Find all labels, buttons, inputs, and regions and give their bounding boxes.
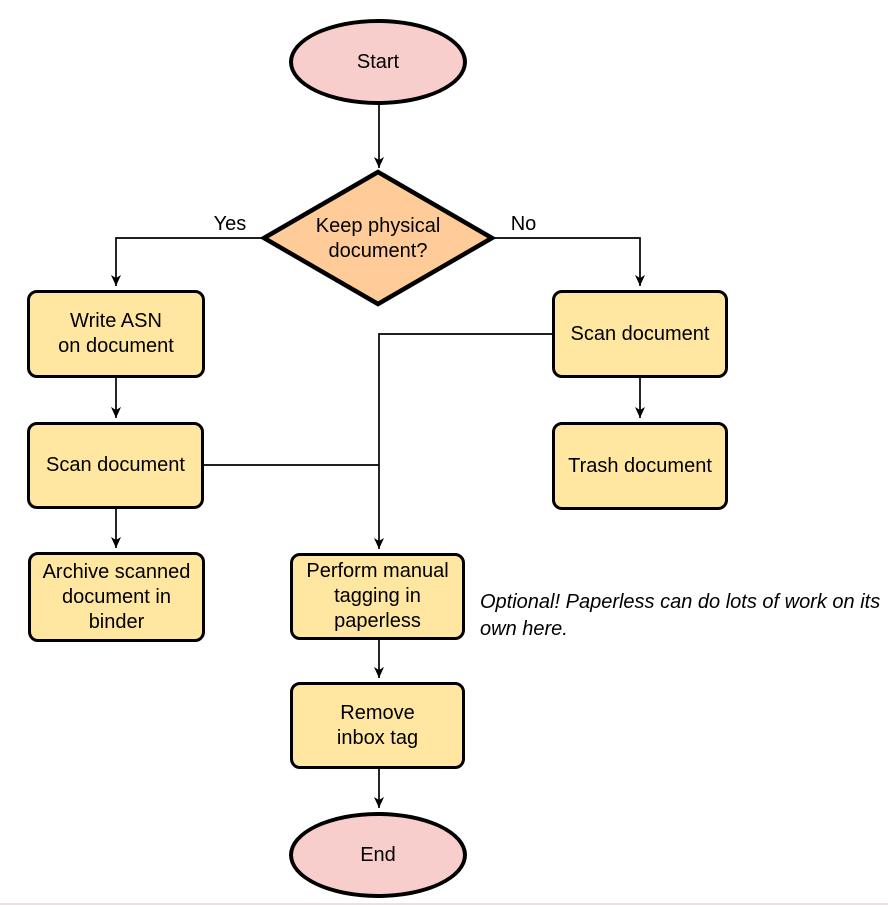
archive-node-label: Archive scanned document in binder bbox=[42, 560, 191, 633]
edge-label-yes: Yes bbox=[205, 212, 255, 237]
start-node-label: Start bbox=[356, 50, 400, 73]
write-asn-node-label: Write ASN on document bbox=[58, 310, 174, 357]
remove-inbox-tag-node: Remove inbox tag bbox=[290, 682, 465, 769]
edge-decision-no-to-scan-right bbox=[492, 237, 645, 286]
remove-inbox-tag-node-label: Remove inbox tag bbox=[336, 701, 419, 749]
optional-note: Optional! Paperless can do lots of work … bbox=[480, 589, 888, 643]
decision-node-shape bbox=[259, 169, 497, 307]
edge-label-yes-text: Yes bbox=[213, 213, 247, 235]
scan-document-right-node-label: Scan document bbox=[570, 322, 710, 345]
optional-note-text: Optional! Paperless can do lots of work … bbox=[480, 591, 881, 640]
end-node-label: End bbox=[360, 843, 396, 866]
edge-decision-yes-to-write-asn bbox=[111, 237, 264, 286]
edge-scan-right-to-tagging bbox=[374, 333, 552, 549]
start-node: Start bbox=[289, 19, 467, 105]
decision-node: Keep physical document? bbox=[293, 211, 463, 266]
manual-tagging-node-label: Perform manual tagging in paperless bbox=[306, 560, 449, 632]
manual-tagging-node: Perform manual tagging in paperless bbox=[290, 553, 465, 640]
write-asn-node: Write ASN on document bbox=[27, 290, 205, 378]
scan-document-right-node: Scan document bbox=[552, 290, 728, 378]
trash-document-node-label: Trash document bbox=[568, 454, 712, 477]
edge-label-no: No bbox=[501, 212, 546, 237]
archive-node: Archive scanned document in binder bbox=[28, 552, 205, 642]
decision-node-label: Keep physical document? bbox=[315, 214, 441, 262]
end-node: End bbox=[289, 812, 467, 898]
scan-document-left-node-label: Scan document bbox=[46, 454, 185, 476]
trash-document-node: Trash document bbox=[552, 422, 728, 510]
edge-label-no-text: No bbox=[510, 213, 537, 235]
page-edge-line bbox=[0, 903, 888, 905]
scan-document-left-node: Scan document bbox=[27, 422, 204, 509]
